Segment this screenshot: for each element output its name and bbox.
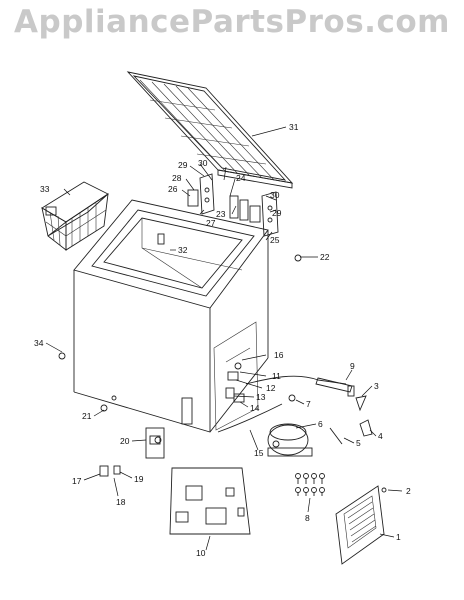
watermark-logo: AppliancePartsPros.com [14,4,450,40]
callout-23: 23 [216,209,226,219]
lid-assembly [126,71,294,189]
control-parts [217,362,347,433]
callout-7: 7 [306,399,311,409]
callout-29-left: 29 [178,160,188,170]
callout-27: 27 [206,218,216,228]
mounting-hardware [295,473,325,496]
callout-30-right: 30 [270,190,280,200]
callout-20: 20 [120,436,130,446]
callout-16: 16 [274,350,284,360]
small-parts [58,233,302,477]
callout-9: 9 [350,361,355,371]
callout-8: 8 [305,513,310,523]
callout-25: 25 [270,235,280,245]
callout-5: 5 [356,438,361,448]
freezer-cabinet [73,199,269,433]
callout-11: 11 [272,371,281,381]
callout-15: 15 [254,448,264,458]
callout-30-left: 30 [198,158,208,168]
leader-lines [45,126,403,551]
callout-3: 3 [374,381,379,391]
callout-6: 6 [318,419,323,429]
callout-33: 33 [40,184,50,194]
callout-19: 19 [134,474,144,484]
callout-18: 18 [116,497,126,507]
callout-31: 31 [289,122,299,132]
callout-21: 21 [82,411,92,421]
compressor [267,423,313,457]
callout-29-right: 29 [272,208,282,218]
callout-22: 22 [320,252,330,262]
hinge-center-parts [229,195,249,221]
back-cover-panel [335,485,387,565]
callout-28: 28 [172,173,182,183]
callout-10: 10 [196,548,206,558]
wire-basket [41,181,109,251]
callout-12: 12 [266,383,276,393]
callout-13: 13 [256,392,266,402]
callout-14: 14 [250,403,260,413]
hinge-left [187,173,215,215]
callout-32: 32 [178,245,188,255]
relay-kit [169,467,251,535]
callouts: 31 29 30 24 28 26 30 29 23 27 25 32 22 3… [34,122,411,558]
callout-24: 24 [236,173,246,183]
callout-2: 2 [406,486,411,496]
callout-4: 4 [378,431,383,441]
callout-26: 26 [168,184,178,194]
callout-1: 1 [396,532,401,542]
tubing-parts [288,377,373,445]
callout-17: 17 [72,476,82,486]
hinge-right [249,191,279,237]
callout-34: 34 [34,338,44,348]
